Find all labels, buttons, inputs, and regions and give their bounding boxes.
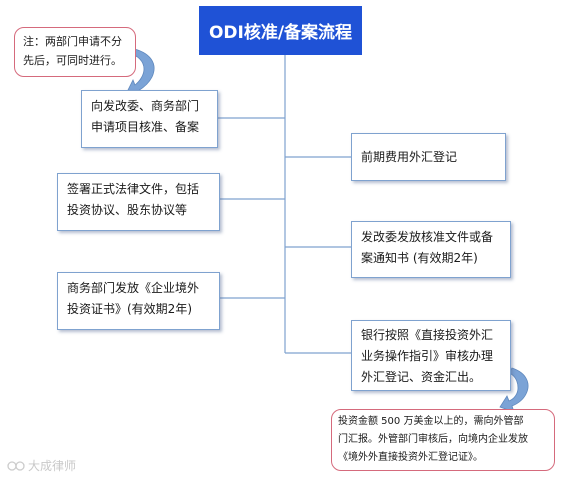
step-left-1-line-1: 向发改委、商务部门: [91, 99, 200, 113]
step-left-3: 商务部门发放《企业境外 投资证书》(有效期2年): [57, 272, 220, 330]
step-left-2-line-2: 投资协议、股东协议等: [67, 203, 188, 217]
step-right-1: 前期费用外汇登记: [351, 133, 506, 181]
note-top: 注：两部门申请不分 先后，可同时进行。: [14, 27, 136, 77]
note-bottom-line-2: 门汇报。外管部门审核后，向境内企业发放: [338, 434, 528, 445]
step-right-3-line-2: 业务操作指引》审核办理: [361, 349, 494, 363]
step-right-3-line-1: 银行按照《直接投资外汇: [361, 328, 494, 342]
note-bottom-line-3: 《境外外直接投资外汇登记证》。: [338, 452, 483, 463]
note-top-line-1: 注：两部门申请不分: [23, 35, 122, 48]
watermark: 大成律师: [7, 457, 76, 474]
step-right-2-line-1: 发改委发放核准文件或备: [361, 230, 494, 244]
step-right-2: 发改委发放核准文件或备 案通知书 (有效期2年): [351, 221, 511, 278]
note-bottom: 投资金额 500 万美金以上的，需向外管部 门汇报。外管部门审核后，向境内企业发…: [331, 409, 555, 471]
note-bottom-line-1: 投资金额 500 万美金以上的，需向外管部: [338, 416, 524, 427]
step-left-1: 向发改委、商务部门 申请项目核准、备案: [81, 90, 218, 148]
step-right-3-line-3: 外汇登记、资金汇出。: [361, 370, 482, 384]
step-left-2: 签署正式法律文件，包括 投资协议、股东协议等: [57, 173, 220, 231]
step-left-2-line-1: 签署正式法律文件，包括: [67, 182, 200, 196]
step-left-1-line-2: 申请项目核准、备案: [91, 120, 200, 134]
watermark-text: 大成律师: [28, 459, 77, 473]
diagram-title-text: ODI核准/备案流程: [208, 23, 353, 43]
step-right-3: 银行按照《直接投资外汇 业务操作指引》审核办理 外汇登记、资金汇出。: [351, 320, 511, 391]
step-right-2-line-2: 案通知书 (有效期2年): [361, 251, 478, 265]
step-right-1-line-1: 前期费用外汇登记: [361, 150, 458, 164]
step-left-3-line-2: 投资证书》(有效期2年): [67, 302, 192, 316]
step-left-3-line-1: 商务部门发放《企业境外: [67, 281, 200, 295]
note-top-line-2: 先后，可同时进行。: [23, 54, 122, 67]
watermark-logo-icon: [7, 460, 25, 471]
diagram-title: ODI核准/备案流程: [199, 6, 362, 55]
